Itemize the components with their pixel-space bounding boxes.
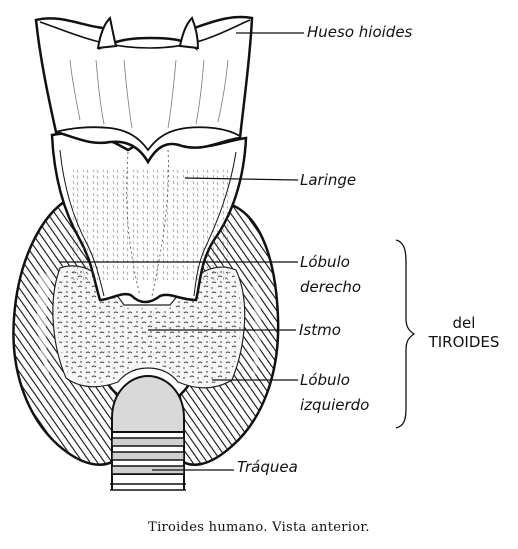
trachea-ring <box>112 452 184 460</box>
label-right-lobe-line2: derecho <box>300 278 361 296</box>
label-trachea: Tráquea <box>237 458 298 476</box>
hyoid-left-horn <box>98 18 116 48</box>
thyroid-group-label-line1: del <box>416 314 512 333</box>
trachea-ring <box>112 438 184 446</box>
label-isthmus: Istmo <box>299 321 341 339</box>
trachea <box>110 376 186 490</box>
trachea-upper-cartilage <box>112 376 184 432</box>
label-hyoid-bone: Hueso hioides <box>307 23 412 41</box>
thyroid-group-label: del TIROIDES <box>416 314 512 352</box>
label-right-lobe-line1: Lóbulo <box>300 253 350 271</box>
hyoid-right-horn <box>180 18 198 48</box>
thyroid-group-label-line2: TIROIDES <box>416 333 512 352</box>
label-larynx: Laringe <box>300 171 356 189</box>
label-left-lobe-line1: Lóbulo <box>300 371 350 389</box>
thyroid-group-bracket <box>396 240 414 428</box>
figure-caption: Tiroides humano. Vista anterior. <box>0 520 518 535</box>
label-left-lobe-line2: izquierdo <box>300 396 369 414</box>
